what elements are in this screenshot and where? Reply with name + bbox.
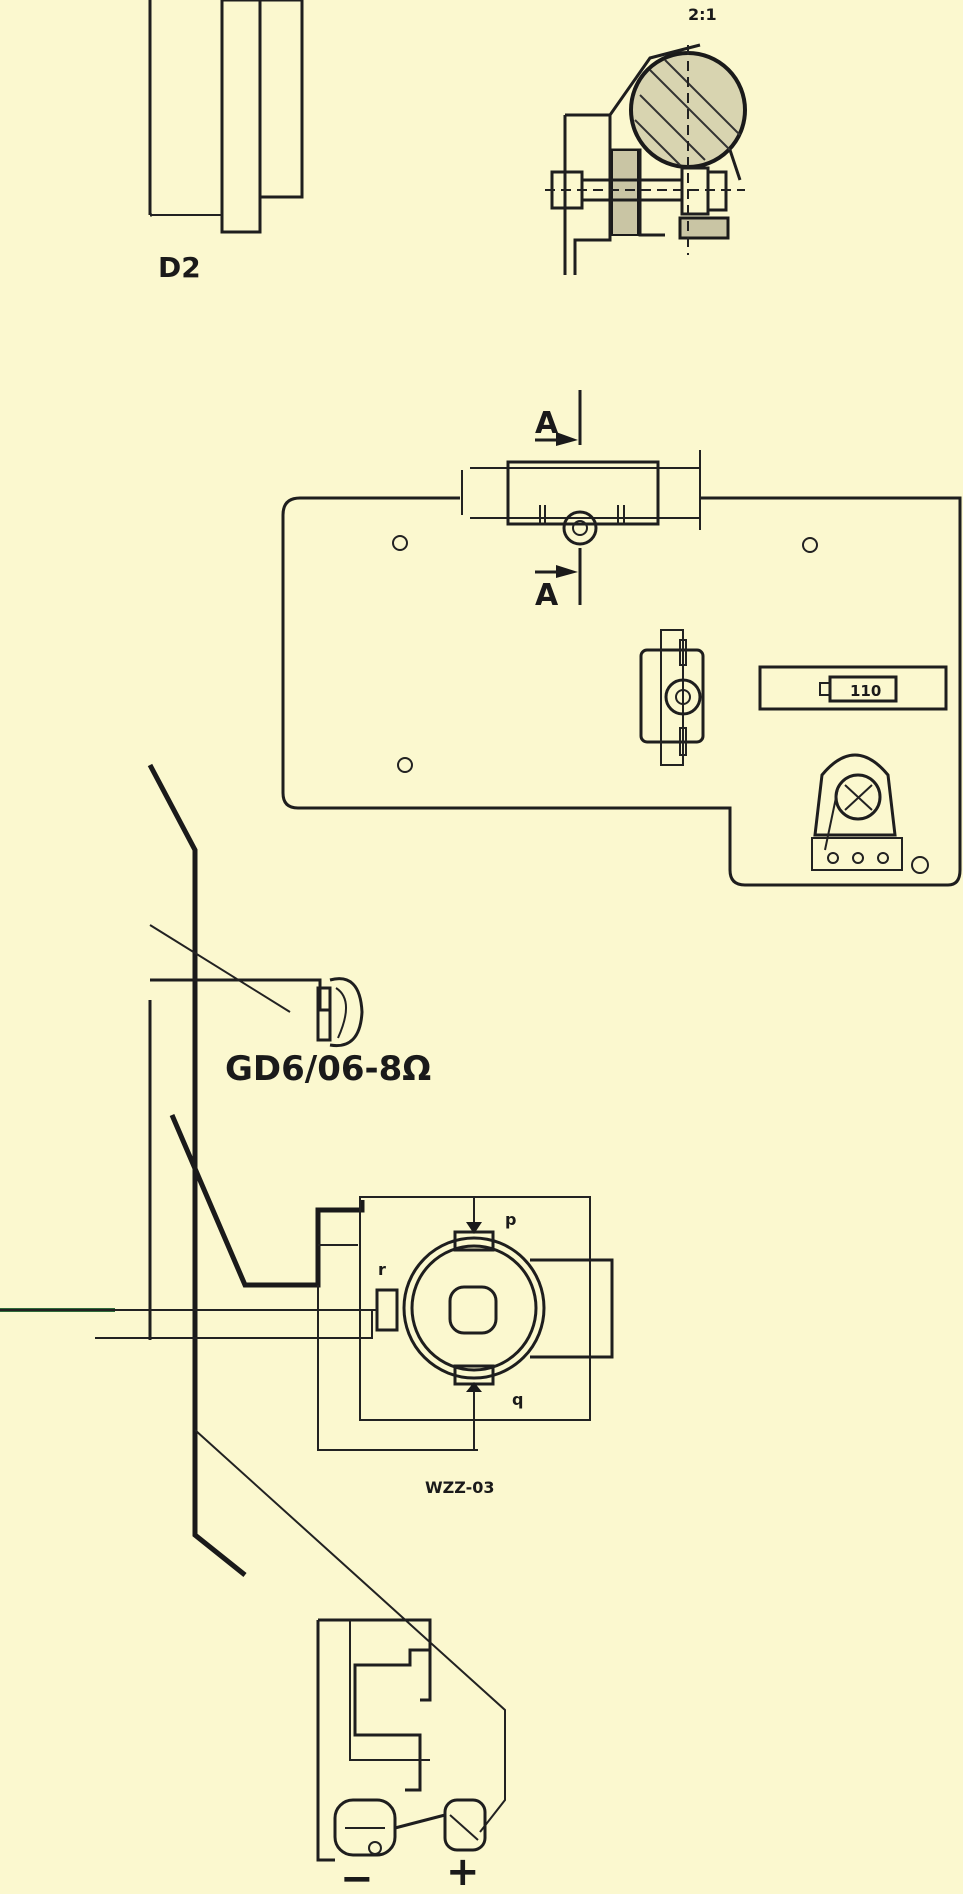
pin-q-label: q <box>512 1390 523 1409</box>
section-a-top: A <box>535 406 559 441</box>
plate-label: 110 <box>850 682 881 700</box>
component-label: WZZ-03 <box>425 1478 494 1497</box>
wzz-03-component: p r q WZZ-03 <box>317 1196 614 1497</box>
minus-terminal: − <box>340 1856 374 1894</box>
section-a-bottom: A <box>535 578 559 613</box>
battery-holder: − + <box>316 1618 487 1894</box>
detail-d2-label: D2 <box>158 251 201 284</box>
scale-label: 2:1 <box>688 5 717 24</box>
plus-terminal: + <box>446 1849 480 1894</box>
section-detail: 2:1 <box>545 5 747 275</box>
mounting-plate: A A 110 <box>281 390 962 887</box>
detail-d2: D2 <box>148 0 304 284</box>
gd6-sensor: GD6/06-8Ω <box>225 977 431 1089</box>
pin-r-label: r <box>378 1260 386 1279</box>
sensor-label: GD6/06-8Ω <box>225 1049 431 1089</box>
pin-p-label: p <box>505 1210 516 1229</box>
